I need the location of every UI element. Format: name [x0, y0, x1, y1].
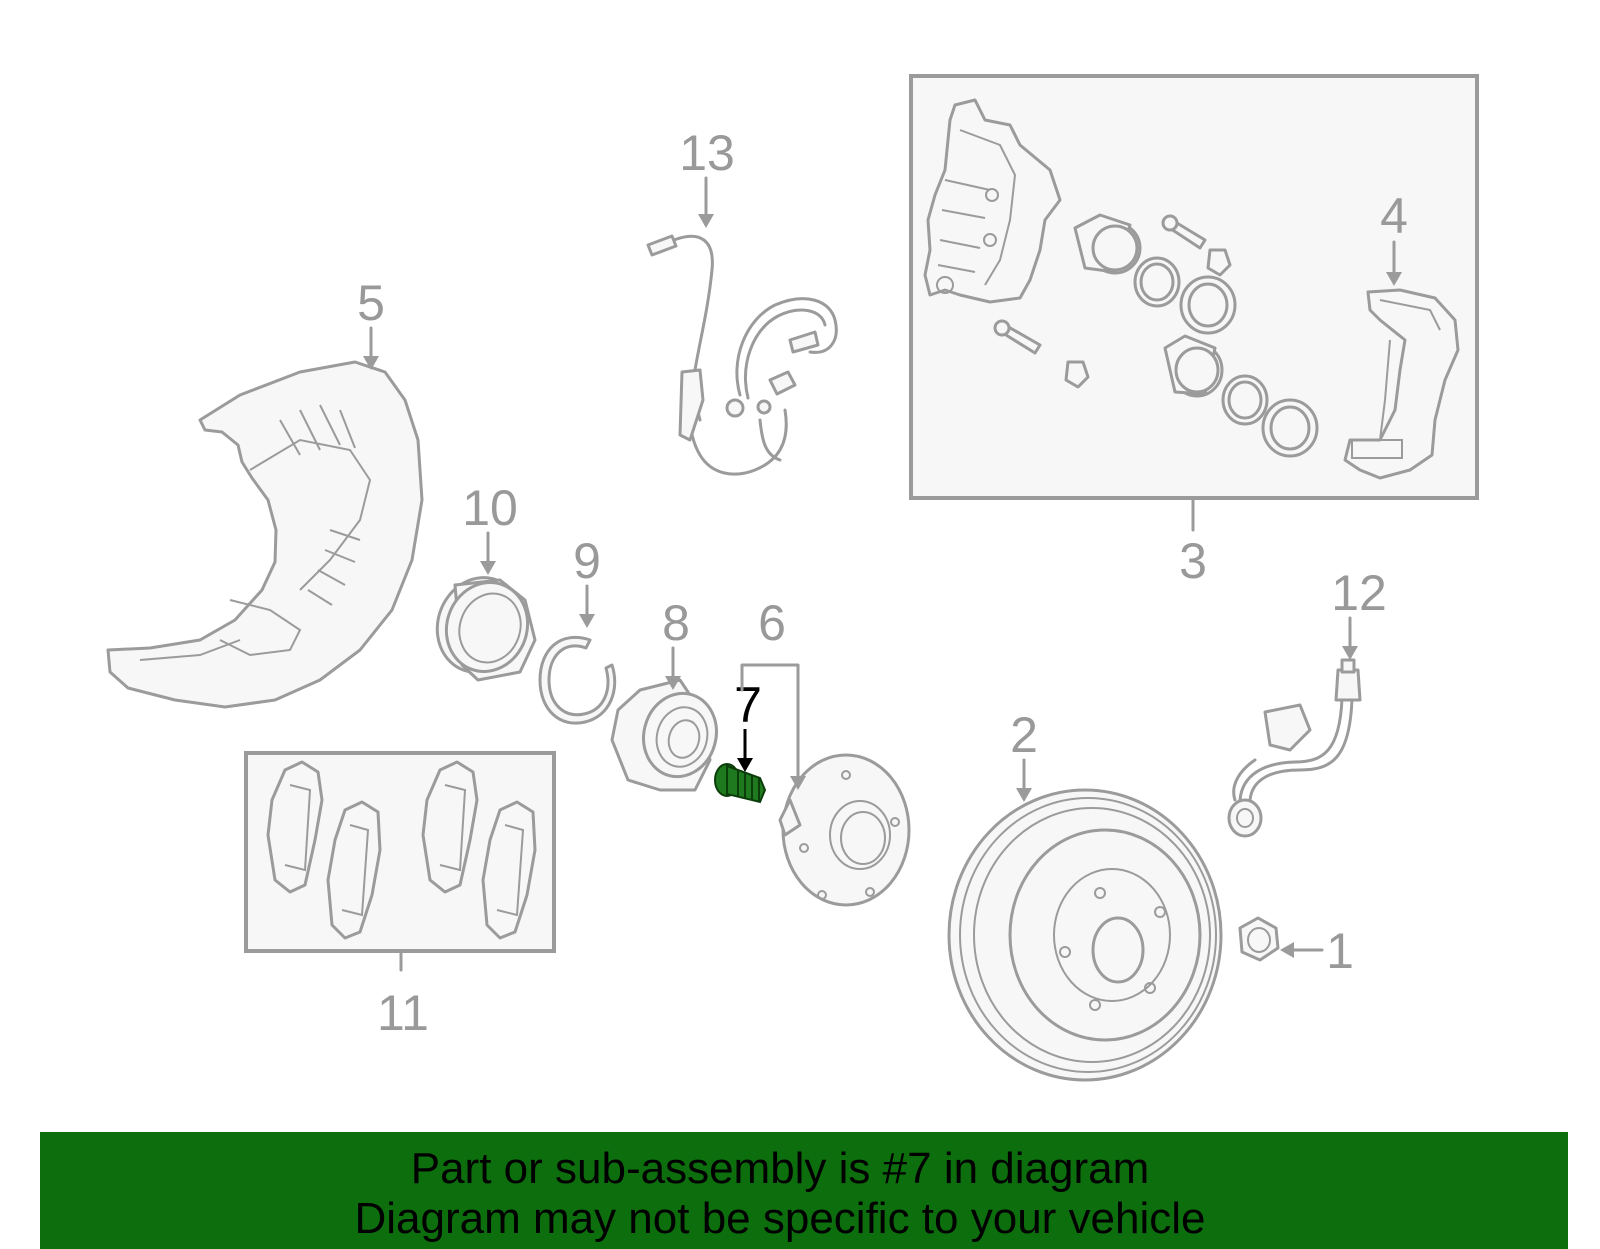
svg-text:13: 13	[679, 125, 735, 181]
callout-11: 11	[377, 951, 429, 1041]
callout-12: 12	[1331, 565, 1387, 660]
caliper-pistons-part[interactable]	[1073, 213, 1319, 458]
dust-shield-part[interactable]	[106, 360, 424, 709]
callout-10: 10	[462, 480, 518, 575]
bearing-part[interactable]	[610, 678, 726, 792]
svg-text:6: 6	[758, 595, 786, 651]
callout-3: 3	[1179, 498, 1207, 589]
callout-13: 13	[679, 125, 735, 228]
svg-text:10: 10	[462, 480, 518, 536]
info-banner: Part or sub-assembly is #7 in diagram Di…	[40, 1132, 1568, 1249]
svg-text:9: 9	[573, 533, 601, 589]
svg-text:7: 7	[734, 677, 762, 733]
callout-9: 9	[573, 533, 601, 628]
callout-4: 4	[1380, 188, 1408, 286]
snap-ring-part[interactable]	[538, 635, 617, 725]
rotor-part[interactable]	[947, 788, 1223, 1082]
caliper-bracket-part[interactable]	[1343, 288, 1460, 480]
banner-line-part-number: Part or sub-assembly is #7 in diagram	[410, 1144, 1150, 1193]
svg-text:1: 1	[1326, 923, 1354, 979]
brake-pads-part[interactable]	[266, 760, 537, 940]
brake-hose-part[interactable]	[1227, 658, 1362, 838]
svg-text:4: 4	[1380, 188, 1408, 244]
callout-2: 2	[1010, 707, 1038, 802]
svg-text:12: 12	[1331, 565, 1387, 621]
seal-part[interactable]	[424, 566, 540, 685]
callout-6: 6	[740, 595, 806, 790]
caliper-bolts-part[interactable]	[993, 214, 1232, 389]
callout-8: 8	[662, 595, 690, 690]
hub-part[interactable]	[778, 753, 911, 907]
callout-7: 7	[734, 677, 762, 772]
callout-5: 5	[357, 275, 385, 370]
svg-text:11: 11	[377, 985, 429, 1041]
caliper-body-part[interactable]	[923, 98, 1062, 304]
svg-text:8: 8	[662, 595, 690, 651]
hub-bolt-part[interactable]	[714, 763, 767, 804]
banner-line-disclaimer: Diagram may not be specific to your vehi…	[354, 1194, 1206, 1243]
svg-text:5: 5	[357, 275, 385, 331]
abs-sensor-wire-part[interactable]	[646, 234, 838, 476]
svg-text:2: 2	[1010, 707, 1038, 763]
callout-1: 1	[1280, 923, 1354, 979]
svg-text:3: 3	[1179, 533, 1207, 589]
nut-part[interactable]	[1238, 916, 1280, 962]
